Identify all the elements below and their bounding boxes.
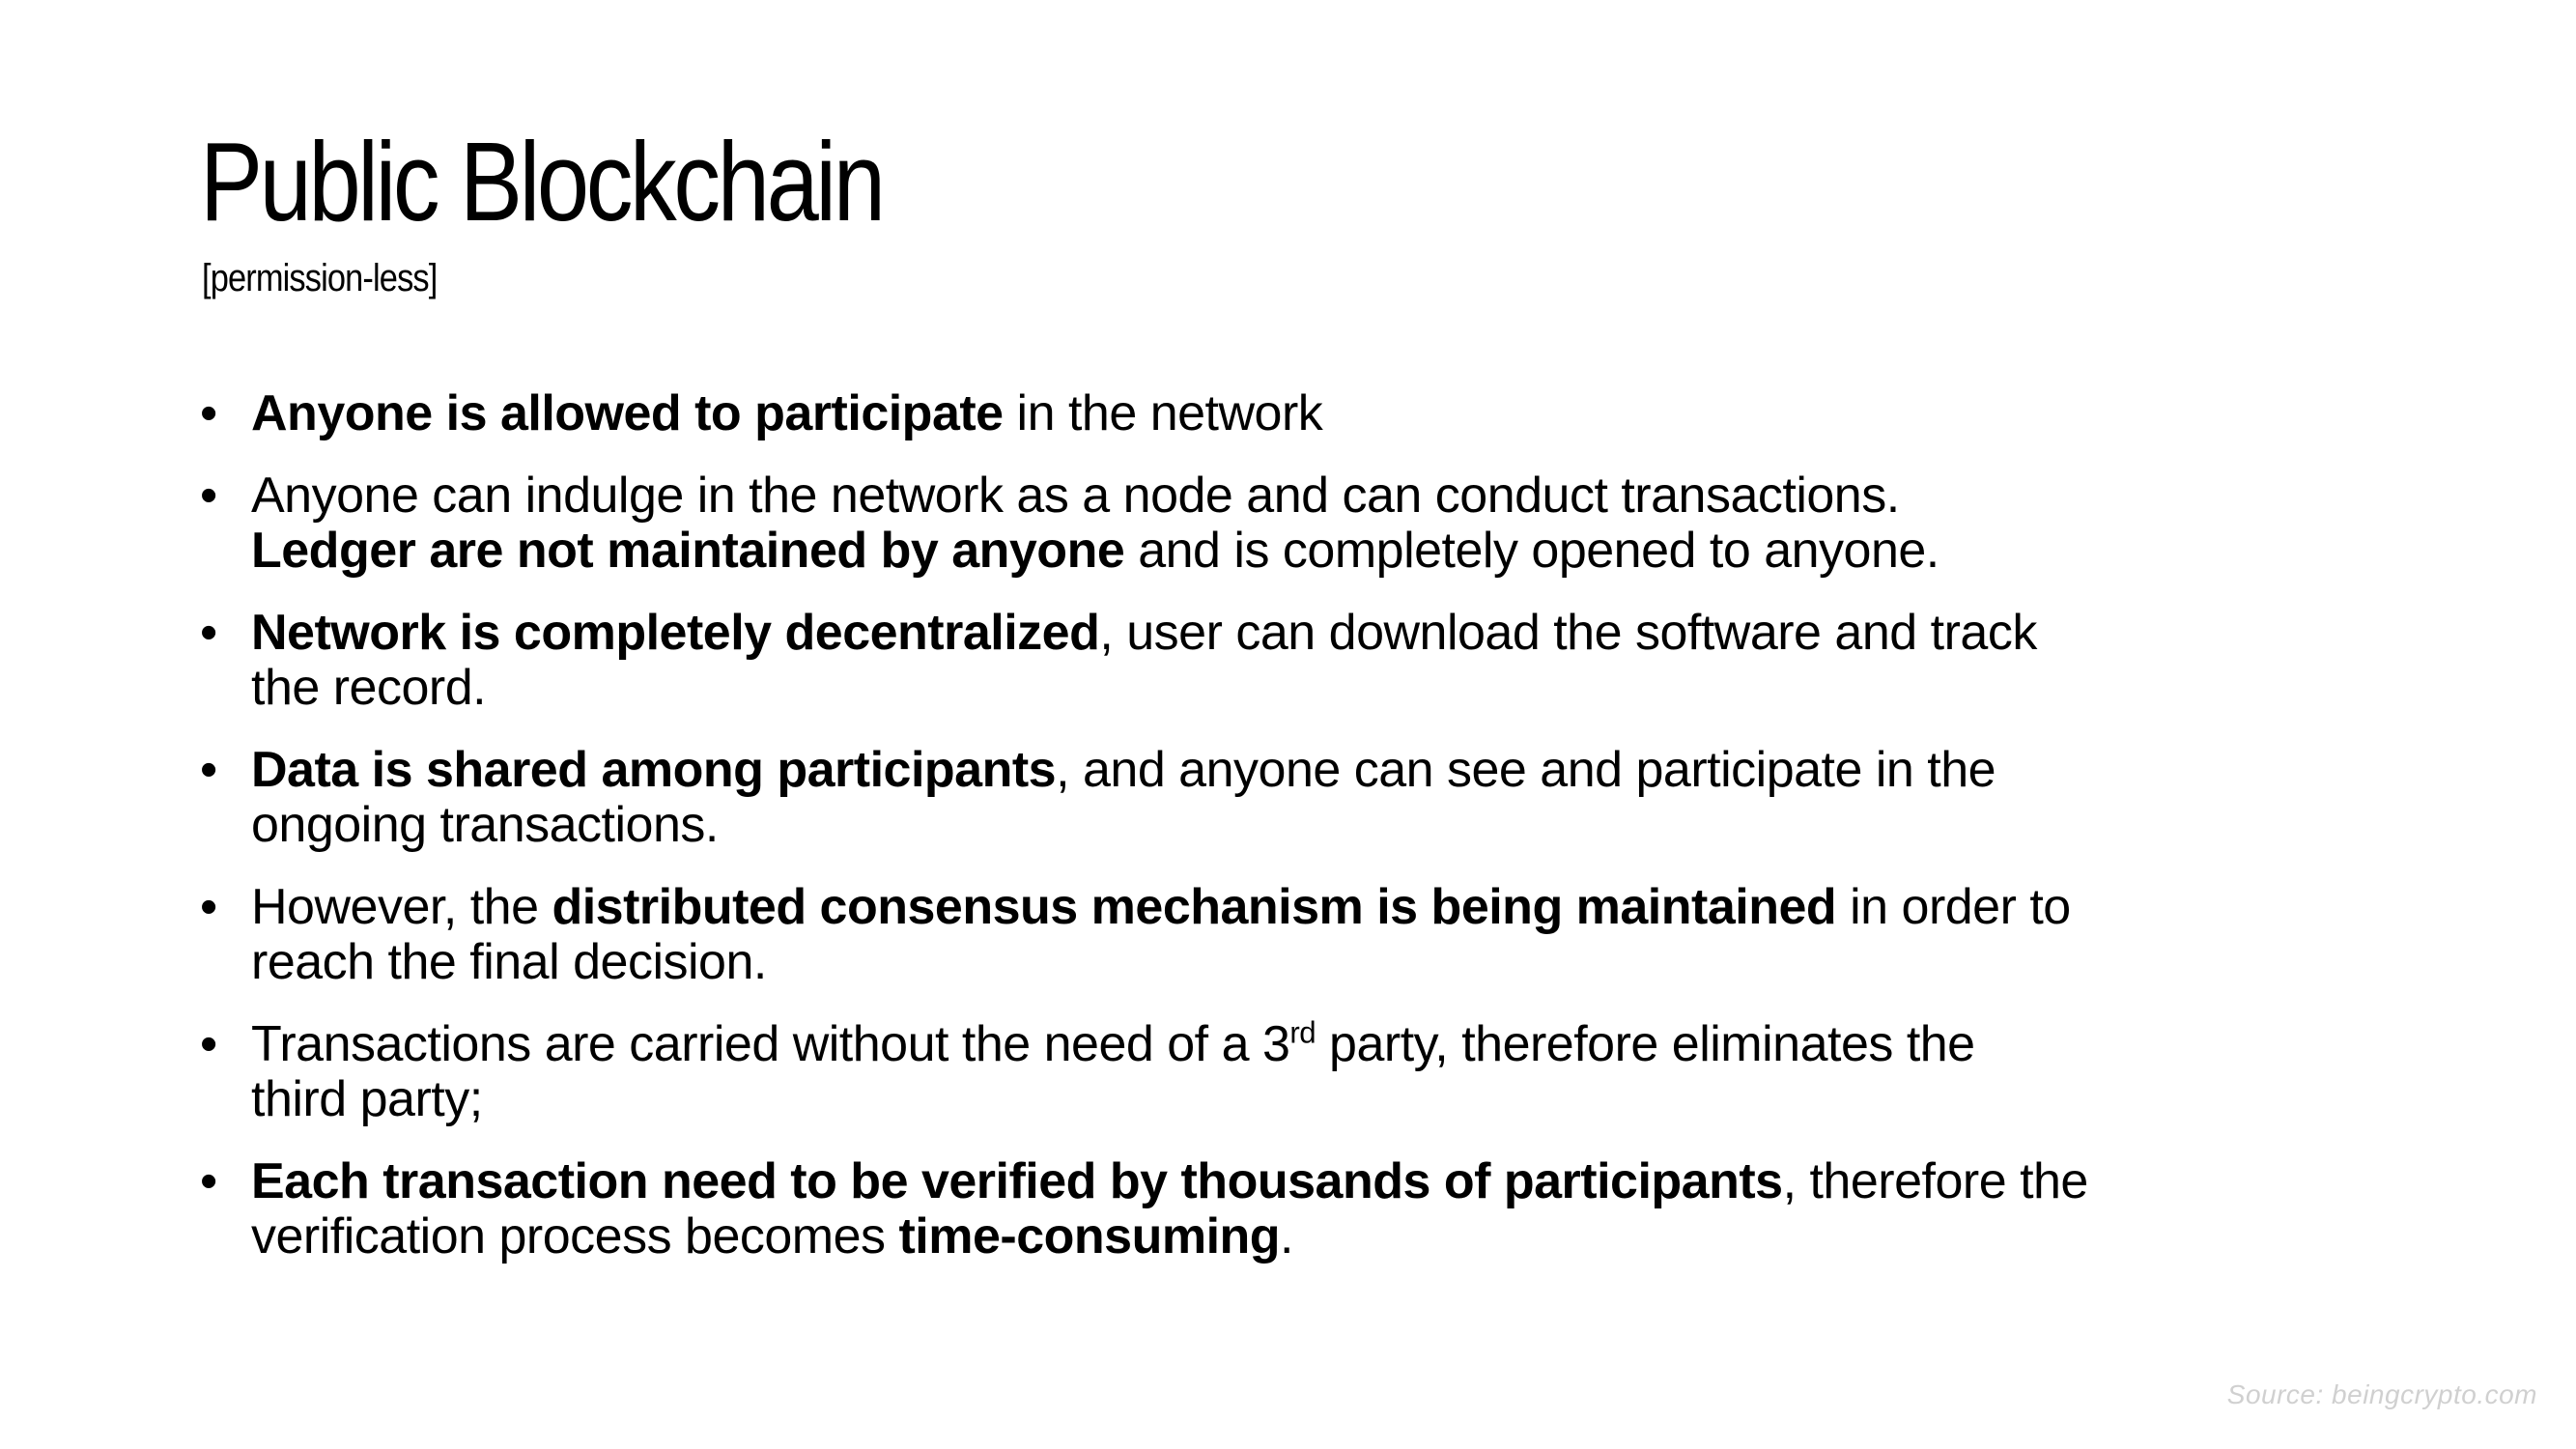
bullet-text-bold: Data is shared among participants	[251, 742, 1057, 798]
slide-title: Public Blockchain	[200, 119, 886, 244]
bullet-text-regular: the record.	[251, 660, 487, 716]
bullet-text-regular: party, therefore eliminates the	[1316, 1016, 1975, 1072]
bullet-text-bold: Network is completely decentralized	[251, 605, 1100, 661]
bullet-text-regular: verification process becomes	[251, 1208, 899, 1264]
bullet-text-regular: .	[1280, 1208, 1293, 1264]
bullet-text-regular: in the network	[1003, 385, 1323, 441]
bullet-text: Transactions are carried without the nee…	[251, 1016, 1975, 1127]
bullet-text-bold: Ledger are not maintained by anyone	[251, 523, 1125, 579]
bullet-text-bold: Each transaction need to be verified by …	[251, 1153, 1783, 1209]
bullet-text-regular: third party;	[251, 1071, 483, 1127]
bullet-item: • Anyone is allowed to participate in the…	[200, 386, 2518, 441]
bullet-item: • Transactions are carried without the ne…	[200, 1017, 2518, 1127]
bullet-text-regular: Anyone can indulge in the network as a n…	[251, 468, 1900, 524]
bullet-text: Anyone is allowed to participate in the …	[251, 385, 1323, 441]
bullet-text-regular: , and anyone can see and participate in …	[1056, 742, 1996, 798]
bullet-text-regular: in order to	[1836, 879, 2071, 935]
bullet-marker: •	[200, 1016, 217, 1072]
bullet-text-regular: and is completely opened to anyone.	[1124, 523, 1939, 579]
ordinal-suffix: rd	[1289, 1015, 1316, 1050]
bullet-text: Data is shared among participants, and a…	[251, 742, 1996, 853]
bullet-item: • Anyone can indulge in the network as a …	[200, 469, 2518, 579]
bullet-text-regular: Transactions are carried without the nee…	[251, 1016, 1290, 1072]
bullet-item: • Data is shared among participants, and …	[200, 743, 2518, 853]
bullet-marker: •	[200, 605, 217, 661]
bullet-list: • Anyone is allowed to participate in the…	[200, 386, 2518, 1292]
bullet-text-regular: ongoing transactions.	[251, 797, 719, 853]
bullet-item: • Network is completely decentralized, us…	[200, 606, 2518, 716]
bullet-item: • However, the distributed consensus mech…	[200, 880, 2518, 990]
bullet-marker: •	[200, 1153, 217, 1209]
bullet-text: Each transaction need to be verified by …	[251, 1153, 2088, 1264]
bullet-text-bold: time-consuming	[898, 1208, 1281, 1264]
bullet-text-regular: , therefore the	[1782, 1153, 2089, 1209]
bullet-marker: •	[200, 879, 217, 935]
bullet-text-bold: Anyone is allowed to participate	[251, 385, 1004, 441]
source-attribution: Source: beingcrypto.com	[2226, 1379, 2537, 1409]
bullet-text: However, the distributed consensus mecha…	[251, 879, 2071, 990]
bullet-text-regular: reach the final decision.	[251, 934, 767, 990]
slide-subtitle: [permission-less]	[202, 257, 438, 299]
bullet-item: • Each transaction need to be verified by…	[200, 1154, 2518, 1264]
bullet-text: Anyone can indulge in the network as a n…	[251, 468, 1939, 579]
bullet-marker: •	[200, 468, 217, 524]
bullet-text-regular: , user can download the software and tra…	[1099, 605, 2037, 661]
bullet-text: Network is completely decentralized, use…	[251, 605, 2037, 716]
bullet-marker: •	[200, 385, 217, 441]
bullet-text-regular: However, the	[251, 879, 552, 935]
bullet-marker: •	[200, 742, 217, 798]
bullet-text-bold: distributed consensus mechanism is being…	[552, 879, 1837, 935]
